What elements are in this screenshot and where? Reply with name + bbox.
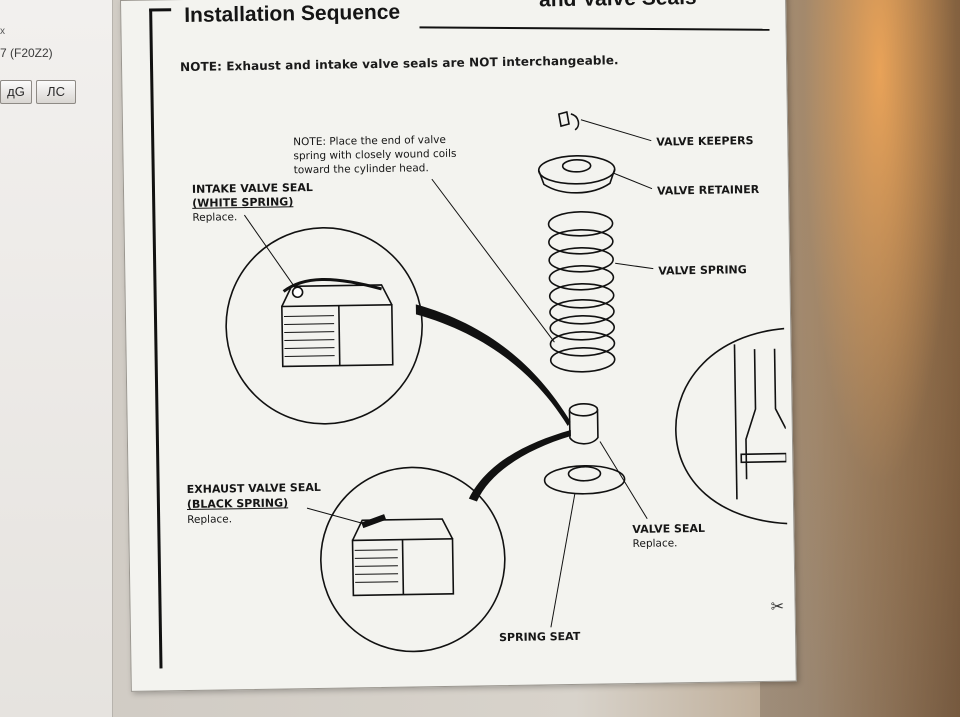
exhaust-connector: [468, 429, 571, 502]
cylinder-head-detail: [675, 327, 788, 525]
intake-seal-detail: [225, 227, 423, 425]
left-panel: x 7 (F20Z2) дG ЛС: [0, 0, 113, 717]
manual-page: Installation Sequence and Valve Seals NO…: [120, 0, 797, 692]
valve-keepers-part: [557, 110, 580, 131]
lang-button-ls[interactable]: ЛС: [36, 80, 76, 104]
lang-button-g[interactable]: дG: [0, 80, 32, 104]
valve-diagram: [225, 110, 788, 653]
panel-marker: x: [0, 26, 5, 37]
intake-connector: [415, 304, 571, 427]
valve-seal-part: [568, 402, 599, 445]
clip-icon: ✂: [770, 598, 785, 616]
page-frame: Installation Sequence and Valve Seals NO…: [149, 0, 789, 669]
valve-spring-part: [547, 210, 616, 373]
spring-seat-part: [543, 464, 626, 495]
valve-retainer-part: [537, 155, 616, 194]
model-label: 7 (F20Z2): [0, 46, 53, 60]
exhaust-seal-detail: [320, 466, 506, 653]
